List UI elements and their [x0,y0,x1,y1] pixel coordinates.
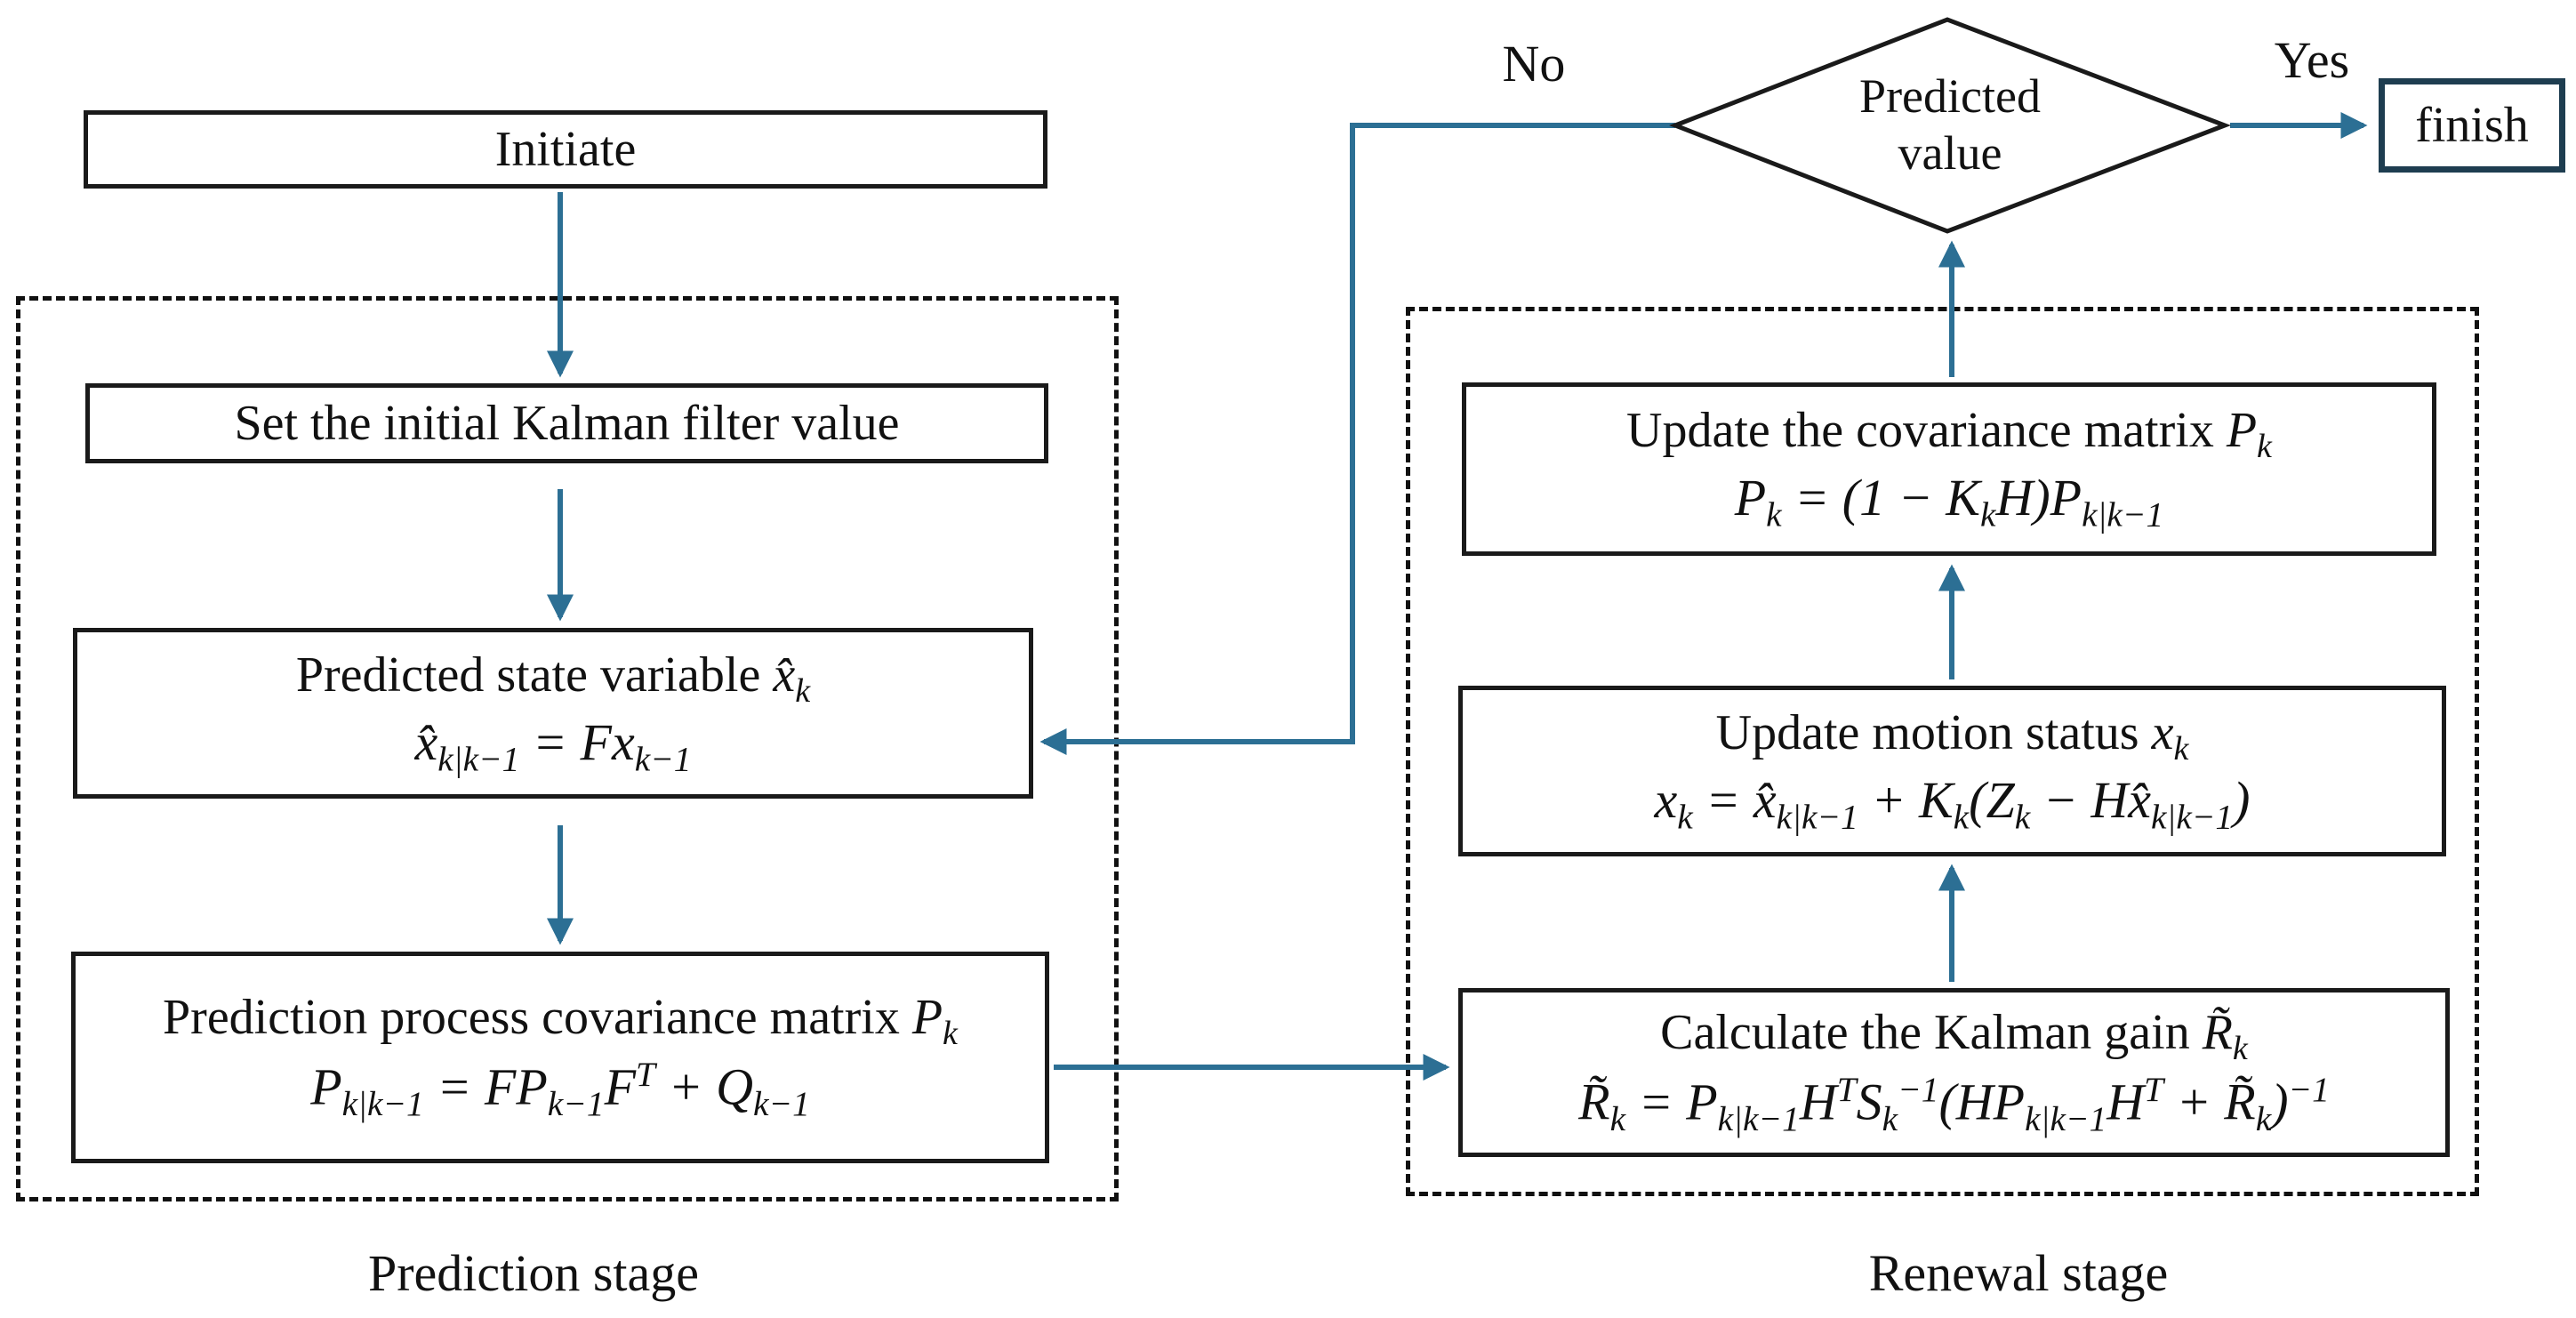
prediction-covariance-formula: Pk|k−1 = FPk−1FT + Qk−1 [310,1055,810,1124]
update-motion-title: Update motion status xk [1715,704,2189,767]
update-motion-formula: xk = x̂k|k−1 + Kk(Zk − Hx̂k|k−1) [1654,770,2251,837]
update-covariance-formula: Pk = (1 − KkH)Pk|k−1 [1734,469,2164,534]
connector-decision-no-to-predicted-state [1039,123,1675,755]
prediction-covariance-title: Prediction process covariance matrix Pk [163,990,958,1053]
decision-label-line1: Predicted [1859,69,2041,124]
predicted-state-box: Predicted state variable x̂k x̂k|k−1 = F… [73,628,1033,799]
update-motion-box: Update motion status xk xk = x̂k|k−1 + K… [1458,686,2446,856]
predicted-state-title: Predicted state variable x̂k [295,647,811,710]
kalman-gain-title: Calculate the Kalman gain R̃k [1660,1005,2248,1068]
set-initial-box: Set the initial Kalman filter value [85,383,1048,463]
decision-label-line2: value [1898,126,2002,180]
decision-label: Predicted value [1675,20,2225,231]
prediction-stage-label: Prediction stage [367,1244,700,1302]
set-initial-label: Set the initial Kalman filter value [234,395,900,451]
update-covariance-box: Update the covariance matrix Pk Pk = (1 … [1462,382,2436,556]
prediction-covariance-box: Prediction process covariance matrix Pk … [71,952,1049,1163]
initiate-label: Initiate [494,121,637,177]
initiate-box: Initiate [84,110,1047,189]
decision-diamond [1669,17,2232,234]
predicted-state-formula: x̂k|k−1 = Fxk−1 [414,712,692,779]
finish-box: finish [2379,78,2565,173]
kalman-gain-formula: R̃k = Pk|k−1HTSk−1(HPk|k−1HT + R̃k)−1 [1578,1070,2330,1139]
no-edge-label: No [1502,35,1566,92]
prediction-stage-container [16,296,1119,1201]
yes-edge-label: Yes [2274,31,2350,89]
renewal-stage-label: Renewal stage [1868,1244,2169,1302]
update-covariance-title: Update the covariance matrix Pk [1626,403,2272,466]
renewal-stage-container [1406,307,2479,1196]
kalman-gain-box: Calculate the Kalman gain R̃k R̃k = Pk|k… [1458,988,2450,1157]
finish-label: finish [2415,98,2529,153]
